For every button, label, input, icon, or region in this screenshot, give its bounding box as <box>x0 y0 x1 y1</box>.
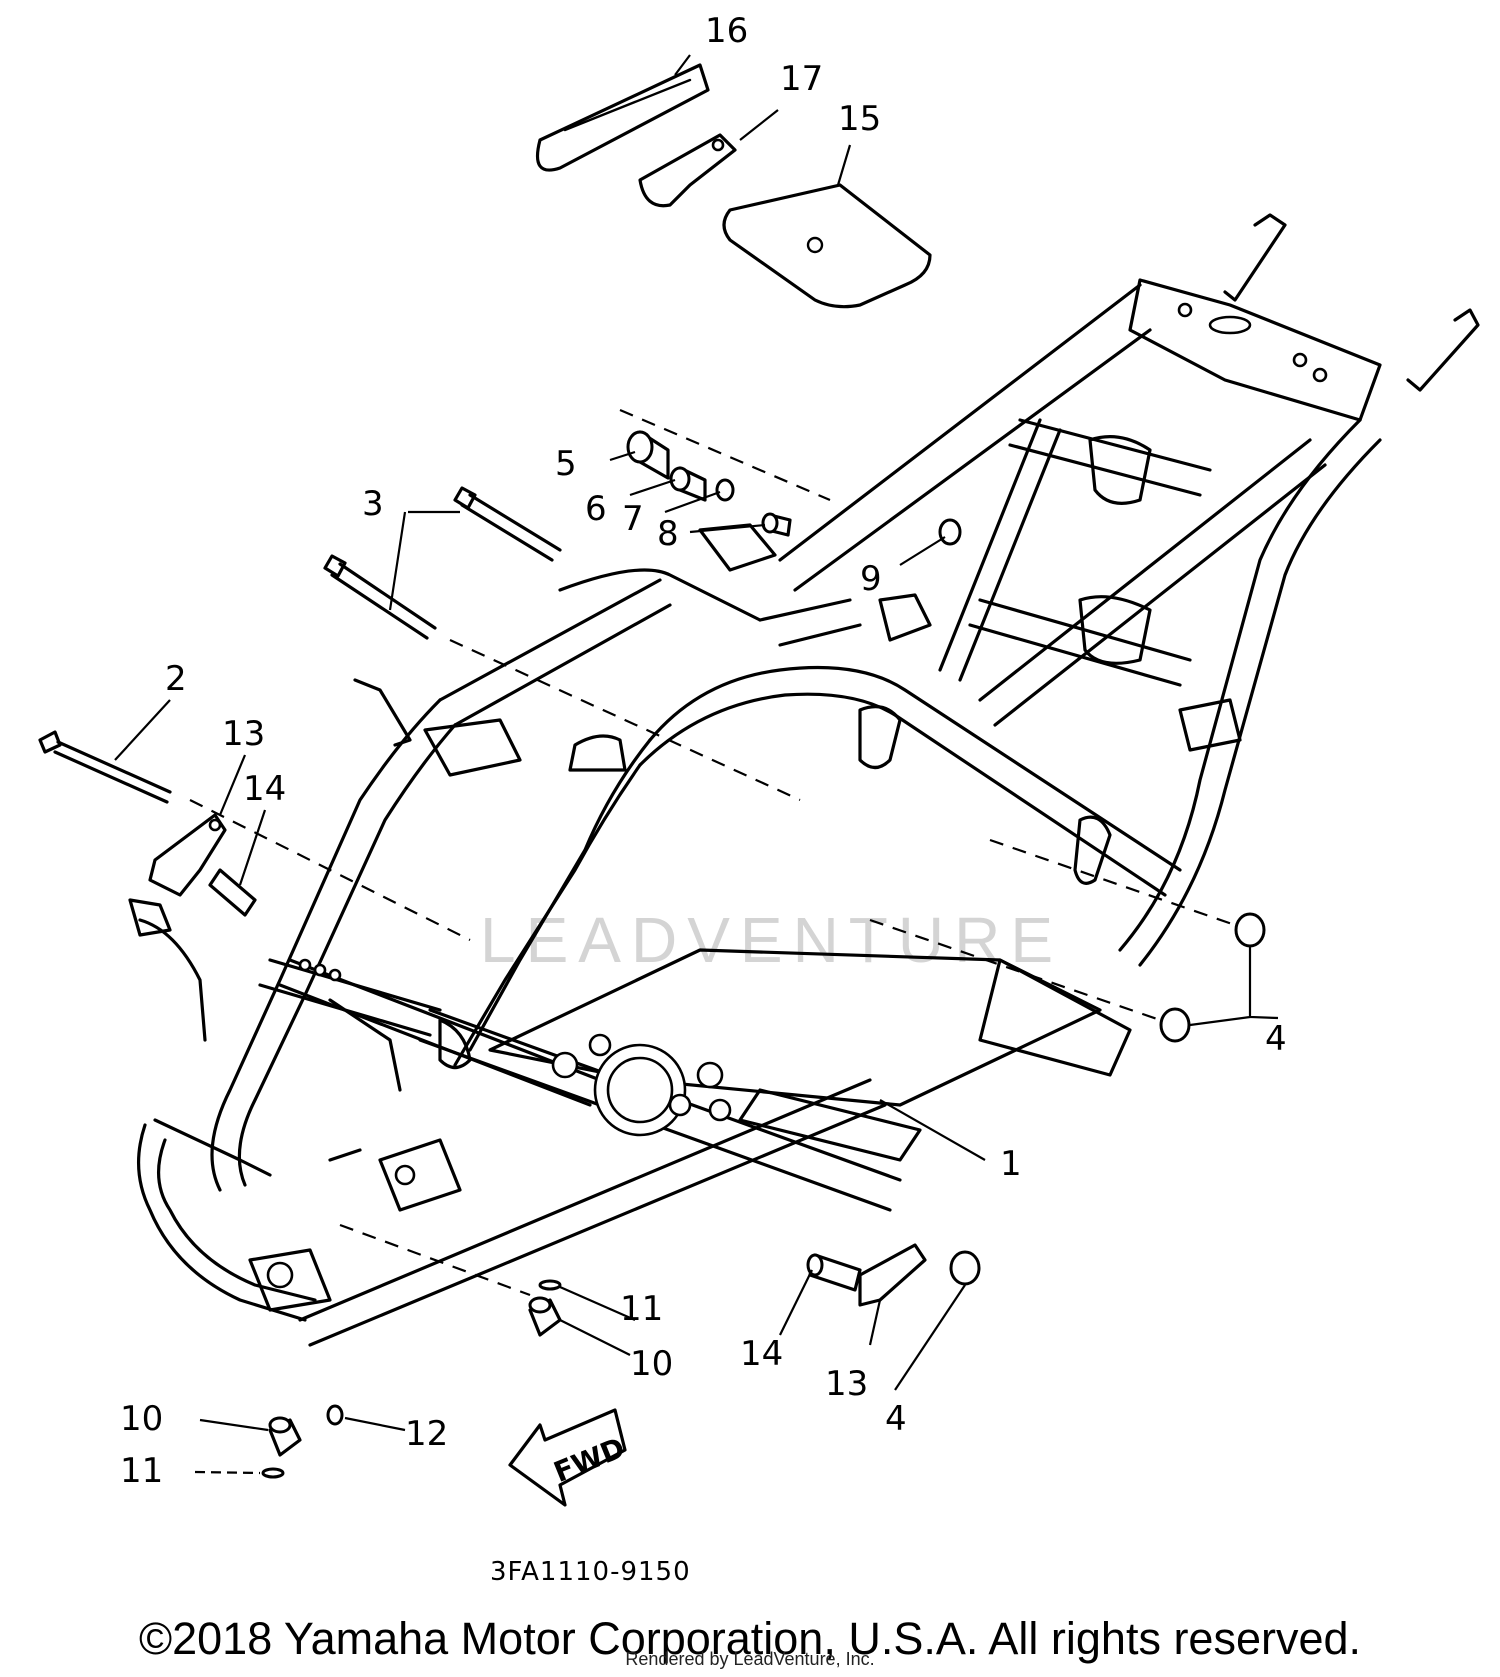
part-10-damper-left[interactable] <box>268 1416 302 1457</box>
callout-11-left: 11 <box>120 1451 163 1491</box>
part-6-bushing[interactable] <box>669 466 707 502</box>
callout-4-upper: 4 <box>1265 1019 1287 1059</box>
part-14-collar-left[interactable] <box>208 868 257 917</box>
callout-15: 15 <box>838 99 881 139</box>
part-10-damper-center[interactable] <box>528 1296 562 1337</box>
part-11-washer-left[interactable] <box>261 1467 285 1479</box>
callout-6: 6 <box>585 489 607 529</box>
part-9-nut[interactable] <box>938 518 962 546</box>
callout-11-center: 11 <box>620 1289 663 1329</box>
part-5-collar[interactable] <box>626 430 670 480</box>
part-13-bracket-left[interactable] <box>148 813 227 897</box>
fwd-label: FWD <box>549 1431 629 1489</box>
callout-8: 8 <box>657 514 679 554</box>
callout-16: 16 <box>705 11 748 51</box>
fwd-arrow: FWD <box>508 1408 629 1507</box>
callout-labels: 1 2 3 4 4 5 6 7 8 9 10 10 11 11 12 13 13… <box>120 11 1287 1491</box>
callout-12: 12 <box>405 1414 448 1454</box>
leader-lines <box>114 54 1279 1475</box>
callout-7: 7 <box>622 499 644 539</box>
callout-9: 9 <box>860 559 882 599</box>
part-14-collar-right[interactable] <box>806 1253 862 1292</box>
part-1-main-frame[interactable] <box>128 213 1480 1347</box>
callout-17: 17 <box>780 59 823 99</box>
part-15-pad[interactable] <box>722 183 932 309</box>
callout-3: 3 <box>362 484 384 524</box>
part-3-bolts[interactable] <box>323 486 562 640</box>
part-17-bracket[interactable] <box>638 133 737 208</box>
callout-10-center: 10 <box>630 1344 673 1384</box>
callout-14-left: 14 <box>243 769 286 809</box>
callout-13-left: 13 <box>222 714 265 754</box>
part-2-bolt[interactable] <box>38 730 172 804</box>
callout-14-right: 14 <box>740 1334 783 1374</box>
diagram-code: 3FA1110-9150 <box>490 1557 691 1587</box>
part-16-pad[interactable] <box>535 63 710 172</box>
rendered-by-notice: Rendered by LeadVenture, Inc. <box>625 1649 875 1669</box>
alignment-lines <box>189 408 1236 1297</box>
part-13-bracket-right[interactable] <box>858 1243 927 1307</box>
watermark: LEADVENTURE <box>480 904 1063 976</box>
part-4-nut-lower[interactable] <box>949 1250 981 1286</box>
callout-13-right: 13 <box>825 1364 868 1404</box>
part-4-nut-middle[interactable] <box>1159 1007 1191 1043</box>
part-8-nut[interactable] <box>761 512 792 537</box>
copyright-notice: ©2018 Yamaha Motor Corporation, U.S.A. A… <box>138 1613 1362 1664</box>
callout-5: 5 <box>555 444 577 484</box>
callout-1: 1 <box>1000 1144 1022 1184</box>
callout-4-lower: 4 <box>885 1399 907 1439</box>
part-11-washer-center[interactable] <box>538 1279 562 1291</box>
callout-10-left: 10 <box>120 1399 163 1439</box>
part-4-nut-upper[interactable] <box>1234 912 1266 948</box>
part-7-washer[interactable] <box>715 478 735 502</box>
part-12-nut[interactable] <box>326 1404 344 1426</box>
callout-2: 2 <box>165 659 187 699</box>
